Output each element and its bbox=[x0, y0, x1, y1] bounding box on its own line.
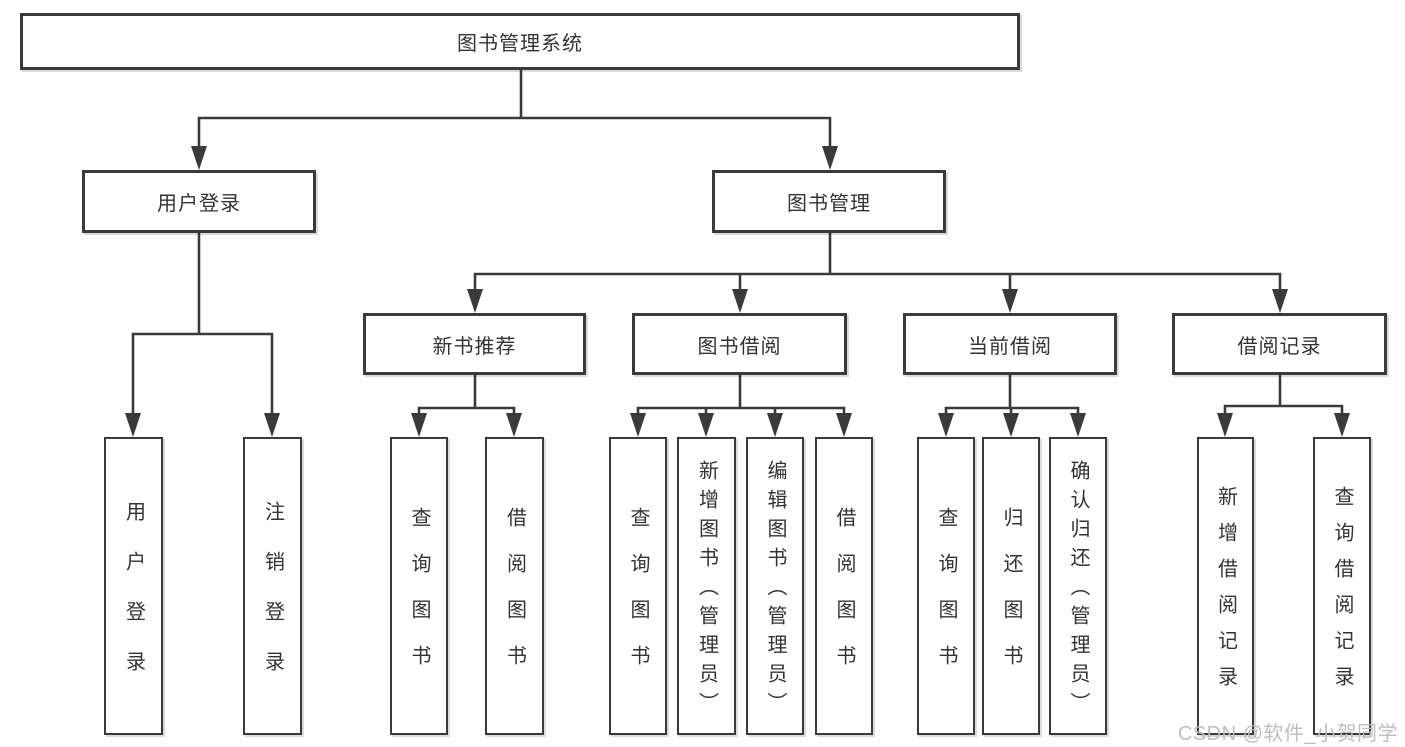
csdn-watermark: CSDN @软件_小贺同学 bbox=[1177, 723, 1398, 745]
node-current-borrowing: 当前借阅 bbox=[903, 313, 1117, 375]
leaf-add-books-admin: 新增图书（管理员） bbox=[677, 437, 736, 735]
leaf-query-books-recommendation: 查询图书 bbox=[390, 437, 448, 735]
leaf-label: 归还图书 bbox=[1000, 507, 1022, 691]
leaf-query-books-borrowing: 查询图书 bbox=[609, 437, 667, 735]
leaf-label: 确认归还（管理员） bbox=[1067, 460, 1089, 721]
leaf-label: 借阅图书 bbox=[833, 507, 855, 691]
leaf-query-books-current: 查询图书 bbox=[917, 437, 975, 735]
leaf-edit-books-admin: 编辑图书（管理员） bbox=[746, 437, 804, 735]
node-book-management: 图书管理 bbox=[712, 170, 946, 233]
leaf-confirm-return-admin: 确认归还（管理员） bbox=[1049, 437, 1107, 735]
leaf-logout: 注销登录 bbox=[243, 437, 302, 735]
arrowheads bbox=[125, 146, 1350, 437]
node-label: 图书管理系统 bbox=[457, 33, 583, 55]
leaf-label: 编辑图书（管理员） bbox=[764, 460, 786, 721]
leaf-label: 新增图书（管理员） bbox=[695, 460, 718, 721]
leaf-query-borrow-record: 查询借阅记录 bbox=[1313, 437, 1371, 735]
node-label: 当前借阅 bbox=[968, 335, 1052, 358]
node-user-login: 用户登录 bbox=[82, 170, 316, 233]
leaf-return-books: 归还图书 bbox=[982, 437, 1040, 735]
leaf-label: 查询图书 bbox=[627, 507, 649, 691]
leaf-label: 查询图书 bbox=[935, 507, 957, 691]
node-book-borrowing: 图书借阅 bbox=[632, 313, 847, 375]
node-label: 借阅记录 bbox=[1237, 335, 1322, 358]
node-borrowing-records: 借阅记录 bbox=[1172, 313, 1387, 375]
leaf-label: 注销登录 bbox=[261, 501, 284, 701]
node-library-management-system: 图书管理系统 bbox=[20, 13, 1020, 70]
node-label: 用户登录 bbox=[157, 193, 241, 215]
leaf-borrow-books: 借阅图书 bbox=[815, 437, 873, 735]
leaf-add-borrow-record: 新增借阅记录 bbox=[1197, 437, 1254, 735]
leaf-label: 用户登录 bbox=[122, 501, 145, 701]
node-label: 图书管理 bbox=[787, 193, 871, 215]
leaf-borrow-books-recommendation: 借阅图书 bbox=[485, 437, 544, 735]
node-label: 图书借阅 bbox=[697, 335, 782, 358]
leaf-label: 查询借阅记录 bbox=[1331, 486, 1353, 702]
leaf-user-login: 用户登录 bbox=[104, 437, 163, 735]
leaf-label: 新增借阅记录 bbox=[1214, 486, 1237, 702]
leaf-label: 借阅图书 bbox=[503, 507, 526, 691]
leaf-label: 查询图书 bbox=[408, 507, 430, 691]
node-new-book-recommendation: 新书推荐 bbox=[363, 313, 586, 375]
node-label: 新书推荐 bbox=[432, 335, 517, 358]
